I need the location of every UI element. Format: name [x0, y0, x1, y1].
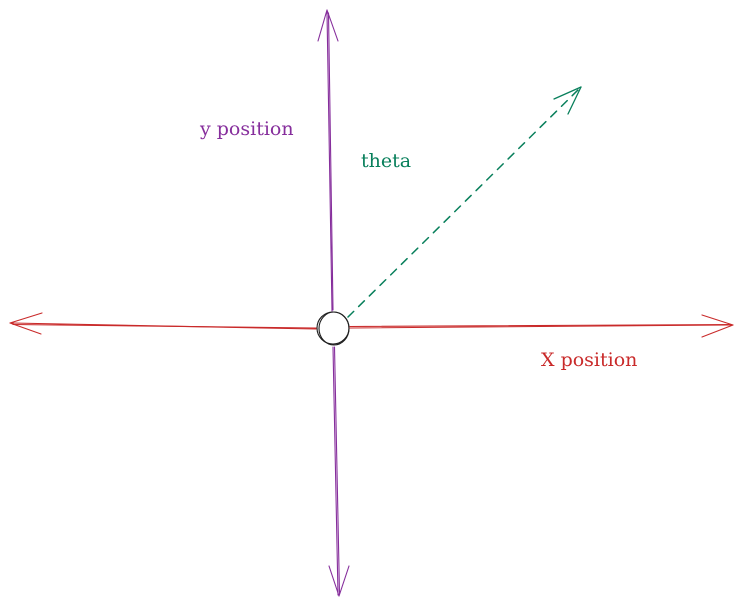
theta-arrowhead	[553, 86, 582, 115]
x-axis-right-arrowhead	[701, 314, 734, 338]
x-axis-label: X position	[541, 349, 637, 371]
y-axis-bottom-arrowhead	[328, 565, 350, 597]
y-axis-top-arrowhead	[317, 9, 339, 42]
x-axis	[11, 322, 732, 330]
y-axis-label: y position	[199, 118, 294, 140]
theta-label: theta	[361, 150, 411, 172]
origin-circle	[316, 311, 350, 346]
x-axis-left-arrowhead	[9, 312, 43, 335]
y-axis	[326, 11, 341, 596]
theta-vector	[347, 87, 581, 318]
